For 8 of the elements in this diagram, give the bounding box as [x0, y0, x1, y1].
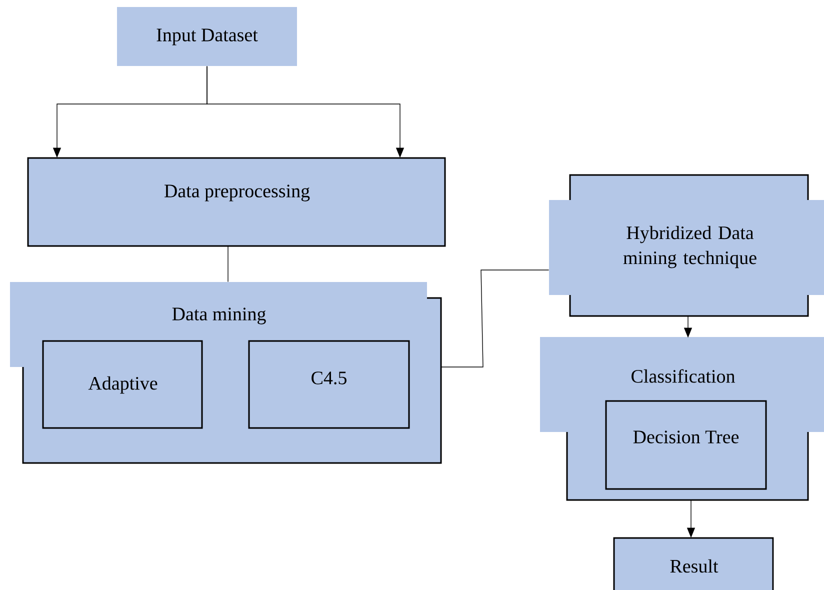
process-box: Data preprocessing [27, 157, 446, 247]
connector-line [440, 270, 550, 368]
process-box: Decision Tree [605, 400, 767, 490]
process-box: C4.5 [248, 340, 410, 429]
group-box: Hybridized Data mining technique [549, 174, 824, 317]
process-box: Input Dataset [117, 7, 297, 66]
process-box: Adaptive [42, 340, 203, 429]
process-box: Result [613, 537, 774, 590]
